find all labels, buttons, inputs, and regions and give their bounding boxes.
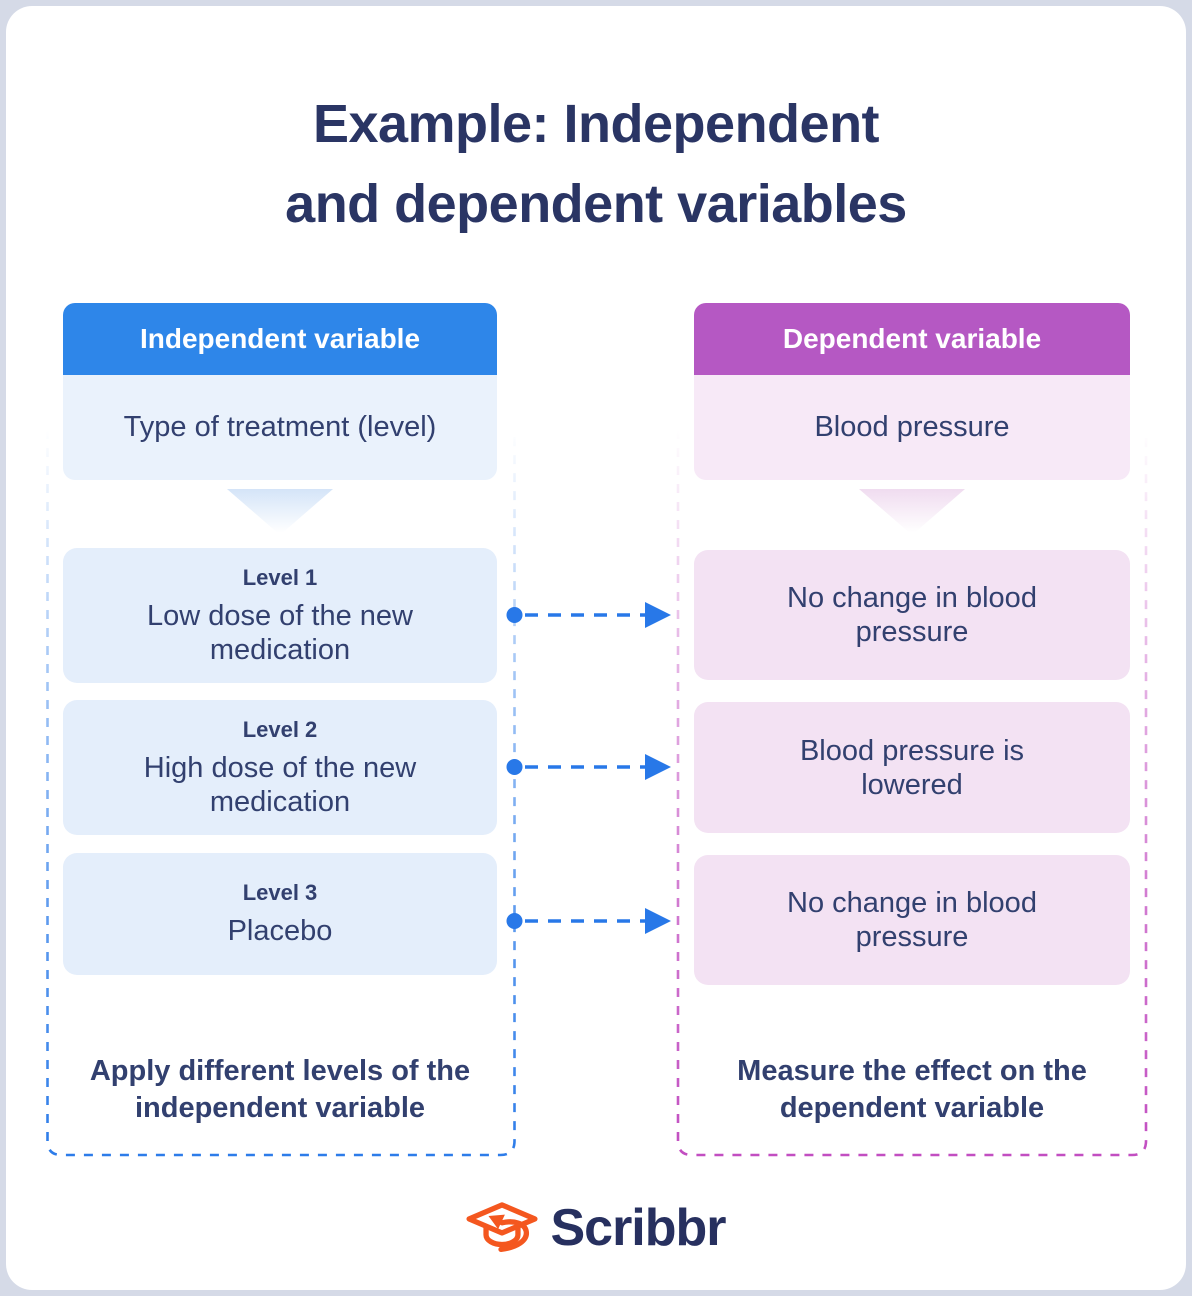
level-3-label: Level 3	[242, 880, 318, 905]
level-1-label: Level 1	[242, 564, 318, 590]
independent-variable-header: Independent variable	[63, 303, 497, 375]
dependent-variable-header: Dependent variable	[694, 303, 1130, 375]
independent-variable-card: Independent variable Type of treatment (…	[63, 303, 497, 480]
outcome-2-box: Blood pressure is lowered	[694, 702, 1130, 833]
scribbr-logo-text: Scribbr	[550, 1199, 726, 1257]
dependent-variable-card: Dependent variable Blood pressure	[694, 303, 1130, 480]
outcome-3-text: No change in blood pressure	[787, 887, 1037, 953]
level-1-text: Low dose of the new medication	[146, 599, 413, 666]
level-2-box: Level 2 High dose of the new medication	[63, 700, 497, 835]
level-3-text: Placebo	[227, 915, 333, 947]
scribbr-logo: Scribbr	[0, 1196, 1192, 1266]
level-2-text: High dose of the new medication	[143, 751, 417, 818]
dependent-caption: Measure the effect on the dependent vari…	[694, 1040, 1130, 1140]
outcome-1-text: No change in blood pressure	[787, 582, 1037, 648]
dependent-caption-text: Measure the effect on the dependent vari…	[737, 1055, 1087, 1124]
level-3-box: Level 3 Placebo	[63, 853, 497, 975]
level-2-label: Level 2	[242, 716, 318, 742]
page-title-line2: and dependent variables	[285, 174, 907, 234]
graduation-cap-arrow-icon	[466, 1202, 538, 1253]
outcome-1-box: No change in blood pressure	[694, 550, 1130, 680]
outcome-2-text: Blood pressure is lowered	[799, 734, 1025, 801]
page-title-line1: Example: Independent	[312, 94, 880, 154]
level-1-box: Level 1 Low dose of the new medication	[63, 548, 497, 683]
independent-caption: Apply different levels of the independen…	[63, 1040, 497, 1140]
outcome-3-box: No change in blood pressure	[694, 855, 1130, 985]
dependent-variable-value: Blood pressure	[694, 375, 1130, 480]
page-title: Example: Independent and dependent varia…	[0, 84, 1192, 244]
independent-variable-value: Type of treatment (level)	[63, 375, 497, 480]
independent-caption-text: Apply different levels of the independen…	[89, 1055, 471, 1124]
